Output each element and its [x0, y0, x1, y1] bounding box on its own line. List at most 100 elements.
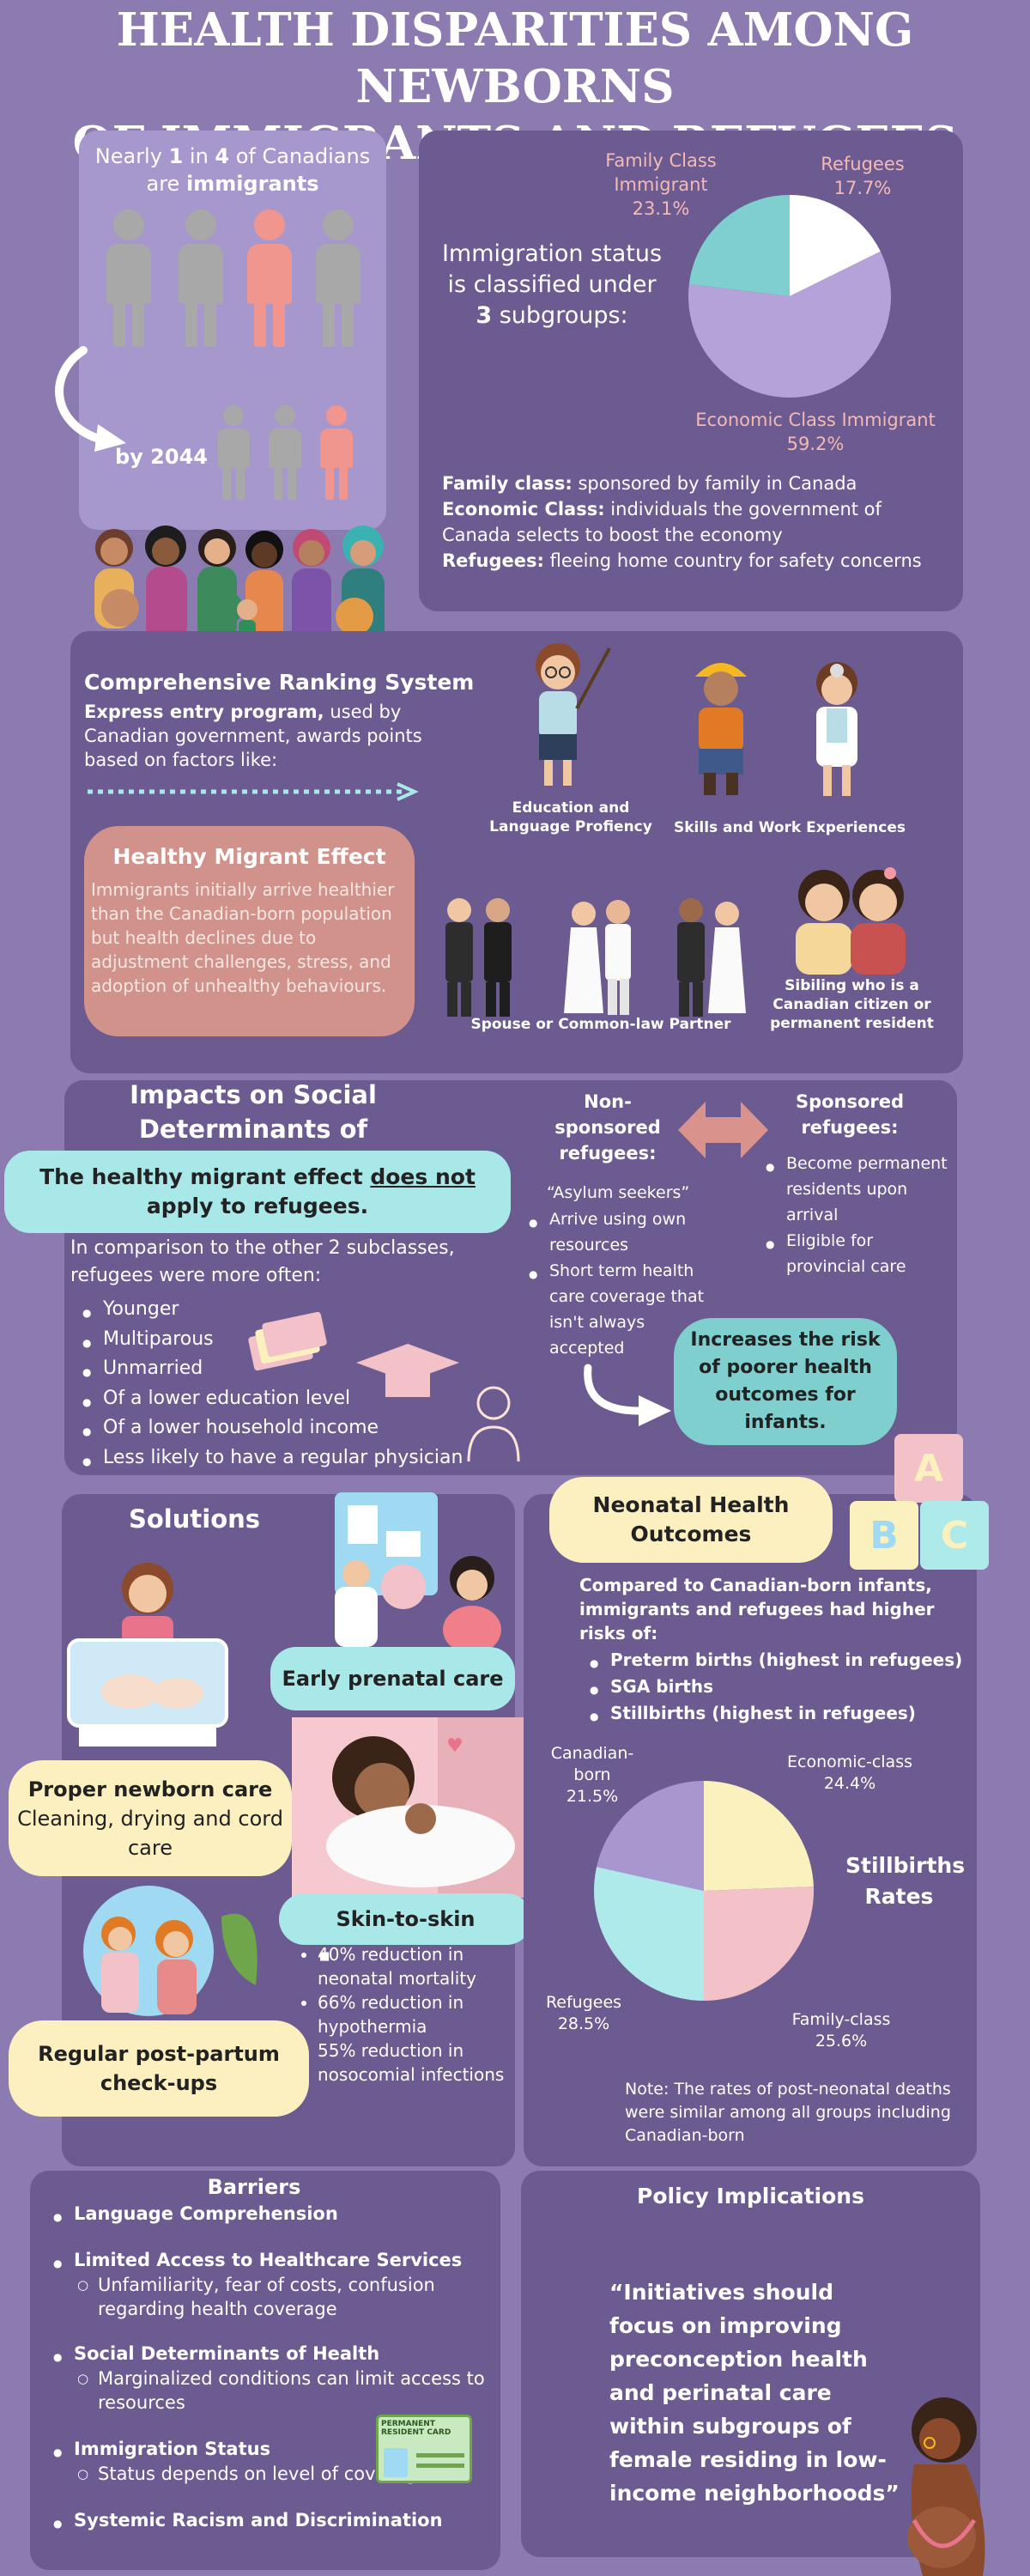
- list-item: 66% reduction in hypothermia: [318, 1990, 515, 2038]
- heading-text: subgroups:: [492, 302, 628, 329]
- pie-slice-refugees: [790, 195, 881, 296]
- factor-spouse: Spouse or Common-law Partner: [470, 1016, 731, 1033]
- refugee-traits-list: Younger Multiparous Unmarried Of a lower…: [79, 1295, 482, 1476]
- pie-label-family: Family Class Immigrant 23.1%: [566, 149, 755, 221]
- list-item: 55% reduction in nosocomial infections: [318, 2038, 515, 2087]
- barrier-label: Immigration Status: [74, 2439, 271, 2459]
- definition-term: Economic Class:: [442, 499, 605, 519]
- subgroups-heading: Immigration status is classified under 3…: [436, 239, 668, 331]
- sponsored-list: Become permanent residents upon arrival …: [762, 1151, 955, 1279]
- neonatal-intro: Compared to Canadian-born infants, immig…: [579, 1575, 935, 1643]
- pie-label-refugees-stillbirth: Refugees 28.5%: [541, 1992, 627, 2035]
- title-line-1: HEALTH DISPARITIES AMONG NEWBORNS: [116, 3, 914, 113]
- barrier-detail: Unfamiliarity, fear of costs, confusion …: [74, 2273, 505, 2321]
- pie-label-refugees: Refugees 17.7%: [807, 152, 918, 200]
- neonatal-heading: Neonatal Health Outcomes: [592, 1492, 790, 1546]
- definition-economic: Economic Class: individuals the governme…: [442, 496, 948, 548]
- refugee-comparison-intro: In comparison to the other 2 subclasses,…: [70, 1237, 455, 1286]
- list-item: Stillbirths (highest in refugees): [586, 1700, 964, 1730]
- subgroups-panel: [419, 131, 963, 611]
- pie-slice-canadian-born: [597, 1781, 704, 1891]
- stat-text: of Canadians: [229, 144, 371, 168]
- siblings-illustration: [796, 867, 906, 975]
- card-text: RESIDENT CARD: [381, 2428, 451, 2437]
- stat-text: are: [146, 172, 186, 196]
- prenatal-care-illustration: [335, 1492, 501, 1654]
- skin-to-skin-illustration: ♥: [292, 1717, 528, 1898]
- definition-text: sponsored by family in Canada: [572, 473, 857, 494]
- definition-term: Family class:: [442, 473, 573, 494]
- barrier-access: Limited Access to Healthcare Services Un…: [50, 2248, 505, 2321]
- stat-text: Nearly: [94, 144, 169, 168]
- stillbirths-chart-title: Stillbirths Rates: [845, 1853, 966, 1909]
- neonatal-heading-pill: Neonatal Health Outcomes: [549, 1477, 833, 1563]
- pie-label-economic-class-value: 24.4%: [823, 1774, 876, 1793]
- hme-heading: Healthy Migrant Effect: [112, 844, 386, 869]
- pie-label-family-class-name: Family-class: [791, 2010, 891, 2029]
- policy-quote: “Initiatives should focus on improving p…: [609, 2280, 900, 2506]
- immigration-subgroups-pie: [688, 195, 891, 398]
- immigrant-person-icon: [318, 405, 355, 500]
- list-item: Of a lower education level: [79, 1384, 482, 1416]
- block-c: C: [920, 1501, 989, 1570]
- heading-text: Immigration status is classified under: [441, 240, 663, 298]
- immigrant-person-icon: [244, 210, 295, 347]
- risk-callout: Increases the risk of poorer health outc…: [674, 1318, 897, 1445]
- block-b-letter: B: [869, 1513, 899, 1558]
- hme-refugees-callout: The healthy migrant effect does not appl…: [4, 1151, 511, 1233]
- nonsponsored-title: Non-sponsored refugees:: [554, 1091, 661, 1163]
- factor-education: Education and Language Profiency: [489, 799, 652, 835]
- list-item: Preterm births (highest in refugees): [586, 1647, 964, 1677]
- pie-label-refugees-value: 17.7%: [833, 178, 892, 198]
- list-item: Of a lower household income: [79, 1413, 482, 1446]
- block-a-letter: A: [913, 1446, 944, 1491]
- policy-panel: [521, 2171, 980, 2557]
- solutions-heading: Solutions: [129, 1504, 261, 1534]
- postpartum-pill: Regular post-partum check-ups: [9, 2020, 309, 2117]
- crs-heading: Comprehensive Ranking System: [84, 670, 475, 695]
- pie-slice-economic: [688, 251, 891, 398]
- list-item: SGA births: [586, 1674, 964, 1704]
- barrier-detail: Marginalized conditions can limit access…: [74, 2366, 505, 2415]
- newborn-care-illustration: [67, 1563, 228, 1747]
- stat-number: 4: [215, 144, 230, 168]
- crs-body: Express entry program, used by Canadian …: [84, 700, 427, 772]
- definition-refugees: Refugees: fleeing home country for safet…: [442, 548, 948, 574]
- definition-text: individuals the government of Canada sel…: [442, 499, 882, 545]
- couples-illustration: [445, 898, 746, 1017]
- factor-sibling: Sibiling who is a Canadian citizen or pe…: [770, 977, 934, 1032]
- barriers-heading: Barriers: [207, 2175, 301, 2199]
- skin-to-skin-benefits: 40% reduction in neonatal mortality 66% …: [318, 1942, 515, 2087]
- block-c-letter: C: [940, 1513, 969, 1558]
- abc-blocks-illustration: A B C: [850, 1434, 1021, 1571]
- resident-card-icon: PERMANENT RESIDENT CARD: [376, 2415, 472, 2483]
- person-icon: [175, 210, 227, 347]
- barrier-language: Language Comprehension: [50, 2202, 505, 2229]
- neonatal-risks-list: Preterm births (highest in refugees) SGA…: [586, 1647, 964, 1730]
- callout-text: apply to refugees.: [146, 1194, 369, 1218]
- barrier-detail: Status depends on level of coverage: [74, 2462, 505, 2486]
- pie-label-economic-class: Economic-class 24.4%: [781, 1752, 918, 1795]
- newborn-care-pill: Proper newborn care Cleaning, drying and…: [9, 1760, 292, 1876]
- pie-label-economic-value: 59.2%: [786, 434, 845, 454]
- pie-label-canadian-born-value: 21.5%: [566, 1787, 619, 1806]
- list-item: Less likely to have a regular physician: [79, 1443, 482, 1475]
- callout-emphasis: does not: [370, 1164, 476, 1189]
- impacts-heading: Impacts on Social Determinants of Health: [130, 1080, 377, 1178]
- newborn-care-title: Proper newborn care: [27, 1777, 273, 1801]
- crs-body-text: used by Canadian government, awards poin…: [84, 702, 422, 770]
- stat-text: in: [183, 144, 215, 168]
- postpartum-label: Regular post-partum check-ups: [38, 2042, 280, 2095]
- stat-number: 1: [168, 144, 184, 168]
- pie-label-canadian-born: Canadian-born 21.5%: [541, 1743, 644, 1807]
- block-a: A: [894, 1434, 963, 1503]
- heading-number: 3: [476, 302, 493, 329]
- list-item: Younger: [79, 1295, 482, 1327]
- stat-emphasis: immigrants: [185, 172, 319, 196]
- double-arrow-icon: [678, 1102, 768, 1158]
- stillbirths-rates-pie: [594, 1781, 814, 2001]
- pie-slice-economic-class: [704, 1781, 814, 1891]
- prenatal-care-label: Early prenatal care: [282, 1667, 504, 1691]
- svg-text:♥: ♥: [446, 1735, 464, 1757]
- barrier-label: Limited Access to Healthcare Services: [74, 2250, 463, 2270]
